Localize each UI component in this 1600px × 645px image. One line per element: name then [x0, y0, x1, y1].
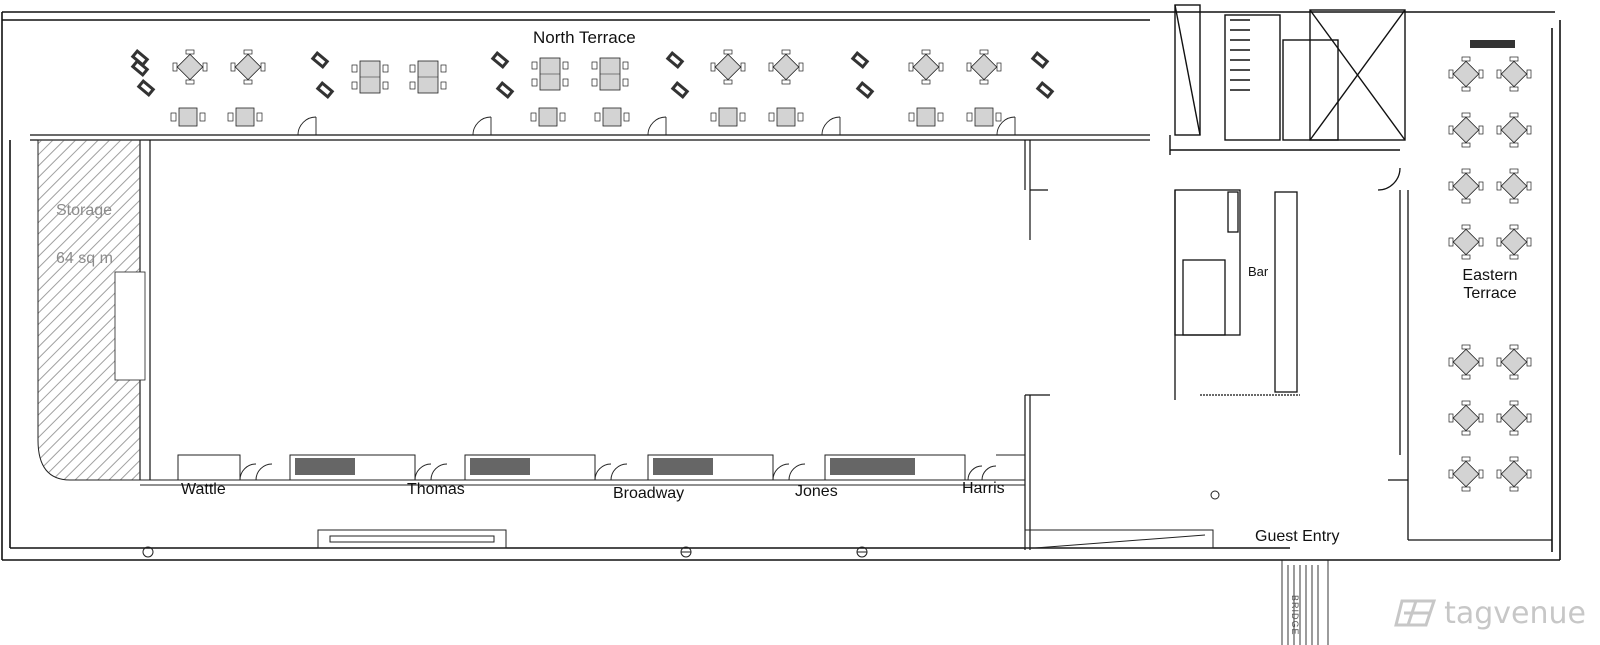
room-label-wattle: Wattle	[181, 481, 226, 498]
north-terrace-label: North Terrace	[533, 28, 636, 47]
eastern-terrace-label: Eastern Terrace	[1450, 267, 1530, 302]
room-label-jones: Jones	[795, 483, 838, 500]
bar-label: Bar	[1248, 264, 1269, 279]
bridge	[1281, 560, 1329, 645]
room-label-thomas: Thomas	[407, 481, 465, 498]
watermark: tagvenue	[1394, 591, 1586, 635]
storage-area-label: 64 sq m	[56, 250, 113, 267]
brand-name: tagvenue	[1444, 595, 1586, 631]
eastern-terrace-line1: Eastern	[1462, 267, 1518, 284]
north-terrace-doors	[297, 116, 1016, 136]
bottom-corridor	[142, 490, 1220, 558]
bridge-label: BRIDGE	[1290, 595, 1300, 636]
eastern-terrace-line2: Terrace	[1463, 284, 1517, 302]
function-room-partitions	[140, 454, 1025, 486]
room-label-harris: Harris	[962, 480, 1005, 497]
guest-entry-label: Guest Entry	[1255, 528, 1340, 545]
outer-walls	[1, 11, 1561, 561]
service-core	[1169, 4, 1406, 155]
storage-label: Storage	[56, 202, 113, 219]
room-label-broadway: Broadway	[613, 485, 685, 502]
north-terrace-furniture	[130, 49, 1055, 127]
storage-area	[37, 139, 146, 481]
tagvenue-logo-icon	[1394, 599, 1437, 627]
eastern-terrace-walls	[1377, 40, 1552, 541]
bar-counter	[1174, 189, 1300, 400]
